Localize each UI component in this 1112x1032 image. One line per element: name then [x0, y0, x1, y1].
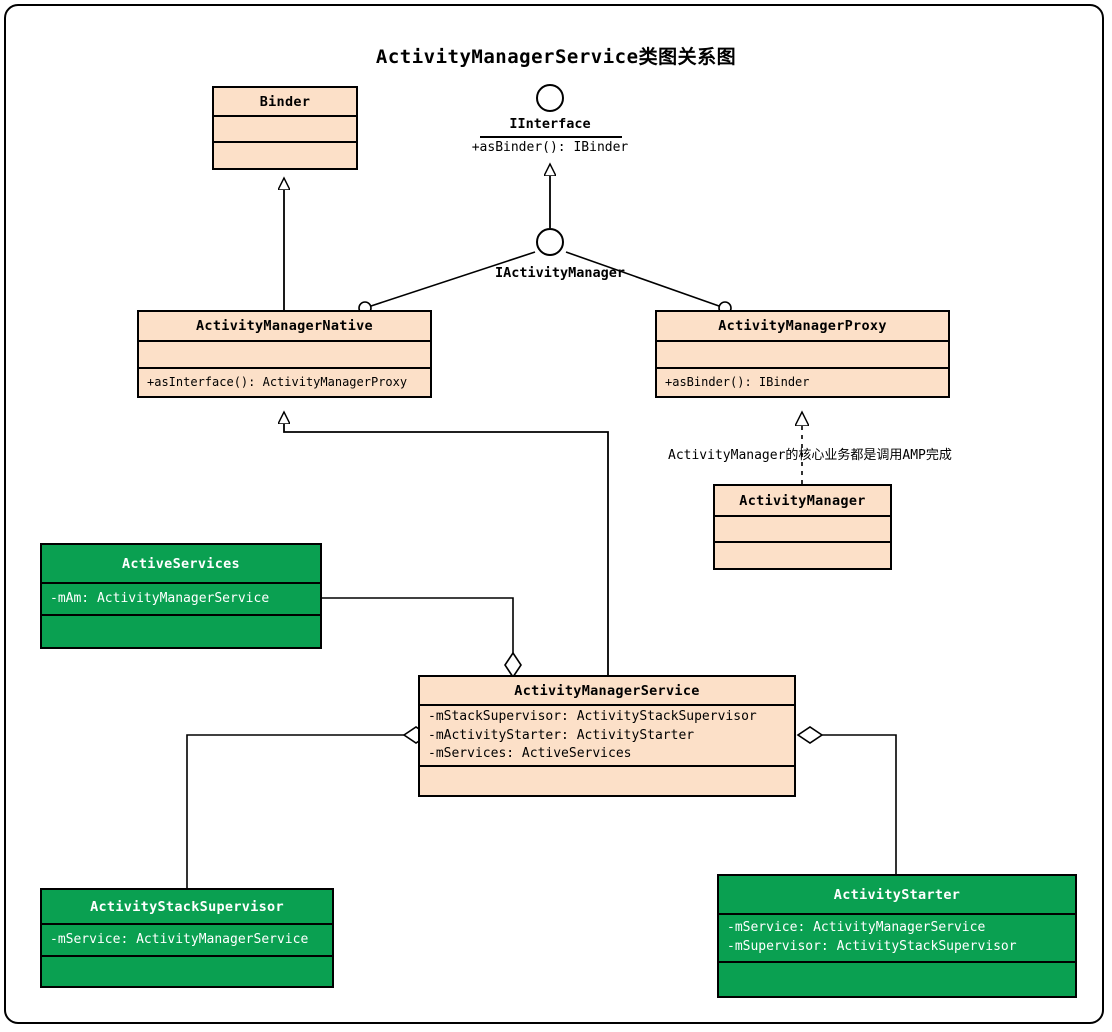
class-activitymanagernative-name: ActivityManagerNative — [196, 318, 373, 335]
class-activitymanagerproxy-attributes — [657, 340, 948, 367]
class-member: -mAm: ActivityManagerService — [50, 590, 270, 606]
class-activitymanagerproxy-name: ActivityManagerProxy — [718, 318, 887, 335]
interface-iinterface: IInterface +asBinder(): IBinder — [470, 84, 630, 164]
diagram-frame-border — [4, 4, 1104, 1024]
class-binder-methods — [214, 140, 356, 168]
interface-iinterface-name: IInterface — [509, 116, 591, 132]
class-activitymanagerservice-name: ActivityManagerService — [514, 682, 700, 699]
class-activitymanagernative-methods: +asInterface(): ActivityManagerProxy — [139, 367, 430, 396]
class-activitystarter[interactable]: ActivityStarter -mService: ActivityManag… — [717, 874, 1077, 998]
class-activitymanager-methods — [715, 540, 890, 568]
class-binder-attributes — [214, 115, 356, 140]
class-member: -mStackSupervisor: ActivityStackSupervis… — [428, 709, 757, 725]
class-activitystacksupervisor-methods — [42, 954, 332, 986]
class-member: -mSupervisor: ActivityStackSupervisor — [727, 938, 1017, 954]
class-activeservices-attributes: -mAm: ActivityManagerService — [42, 582, 320, 613]
interface-circle-icon — [536, 84, 564, 112]
class-binder[interactable]: Binder — [212, 86, 358, 170]
interface-circle-icon — [536, 228, 564, 256]
diagram-title: ActivityManagerService类图关系图 — [375, 46, 737, 68]
class-activitymanager[interactable]: ActivityManager — [713, 484, 892, 570]
class-activitystacksupervisor-name: ActivityStackSupervisor — [90, 898, 284, 915]
class-activitymanagerservice-attributes: -mStackSupervisor: ActivityStackSupervis… — [420, 704, 794, 765]
class-activitystarter-attributes: -mService: ActivityManagerService -mSupe… — [719, 913, 1075, 960]
class-activitystarter-name: ActivityStarter — [833, 886, 961, 903]
class-member: -mActivityStarter: ActivityStarter — [428, 727, 695, 743]
class-activitymanager-attributes — [715, 515, 890, 540]
interface-name-separator — [480, 136, 622, 138]
class-activeservices[interactable]: ActiveServices -mAm: ActivityManagerServ… — [40, 543, 322, 649]
class-activitystacksupervisor-attributes: -mService: ActivityManagerService — [42, 923, 332, 954]
class-activitymanagerproxy[interactable]: ActivityManagerProxy +asBinder(): IBinde… — [655, 310, 950, 398]
class-member: -mServices: ActiveServices — [428, 746, 632, 762]
class-activitymanagernative[interactable]: ActivityManagerNative +asInterface(): Ac… — [137, 310, 432, 398]
class-activitystacksupervisor[interactable]: ActivityStackSupervisor -mService: Activ… — [40, 888, 334, 988]
class-member: -mService: ActivityManagerService — [727, 920, 986, 936]
class-activitymanagernative-attributes — [139, 340, 430, 367]
interface-iactivitymanager-name: IActivityManager — [494, 265, 626, 281]
interface-iinterface-method: +asBinder(): IBinder — [471, 140, 629, 155]
annotation-amp-note: ActivityManager的核心业务都是调用AMP完成 — [668, 448, 952, 463]
interface-iactivitymanager: IActivityManager — [470, 228, 650, 288]
class-activitymanagerservice-methods — [420, 765, 794, 795]
class-activitymanager-name: ActivityManager — [739, 492, 866, 509]
class-activeservices-methods — [42, 613, 320, 647]
class-member: +asBinder(): IBinder — [665, 375, 810, 390]
class-activeservices-name: ActiveServices — [122, 555, 240, 572]
class-member: +asInterface(): ActivityManagerProxy — [147, 375, 408, 390]
class-binder-name: Binder — [259, 93, 311, 110]
class-activitymanagerservice[interactable]: ActivityManagerService -mStackSupervisor… — [418, 675, 796, 797]
class-member: -mService: ActivityManagerService — [50, 931, 309, 947]
class-activitymanagerproxy-methods: +asBinder(): IBinder — [657, 367, 948, 396]
class-activitystarter-methods — [719, 960, 1075, 996]
